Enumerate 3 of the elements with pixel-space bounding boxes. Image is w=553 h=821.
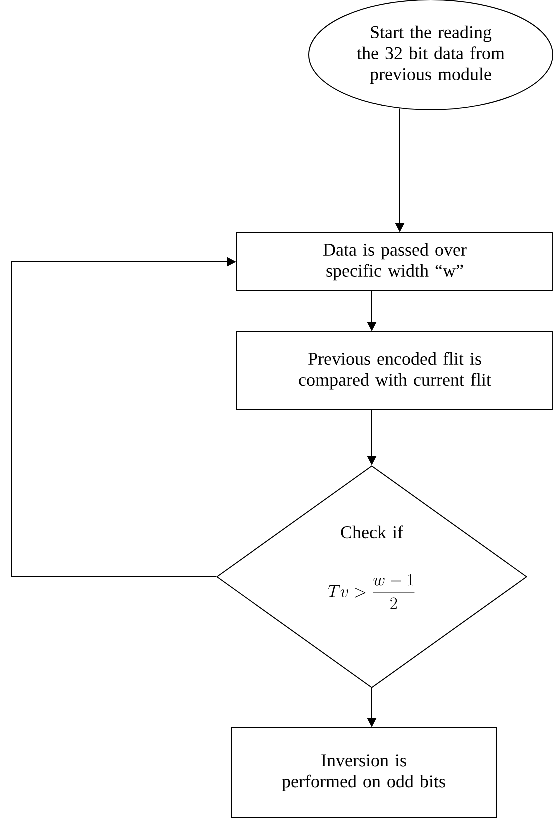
process-box: Previous encoded flit is compared with current flit [236,332,553,410]
process-box: Inversion is performed on odd bits [231,728,497,818]
process-box: Data is passed over specific width “w” [236,232,553,292]
